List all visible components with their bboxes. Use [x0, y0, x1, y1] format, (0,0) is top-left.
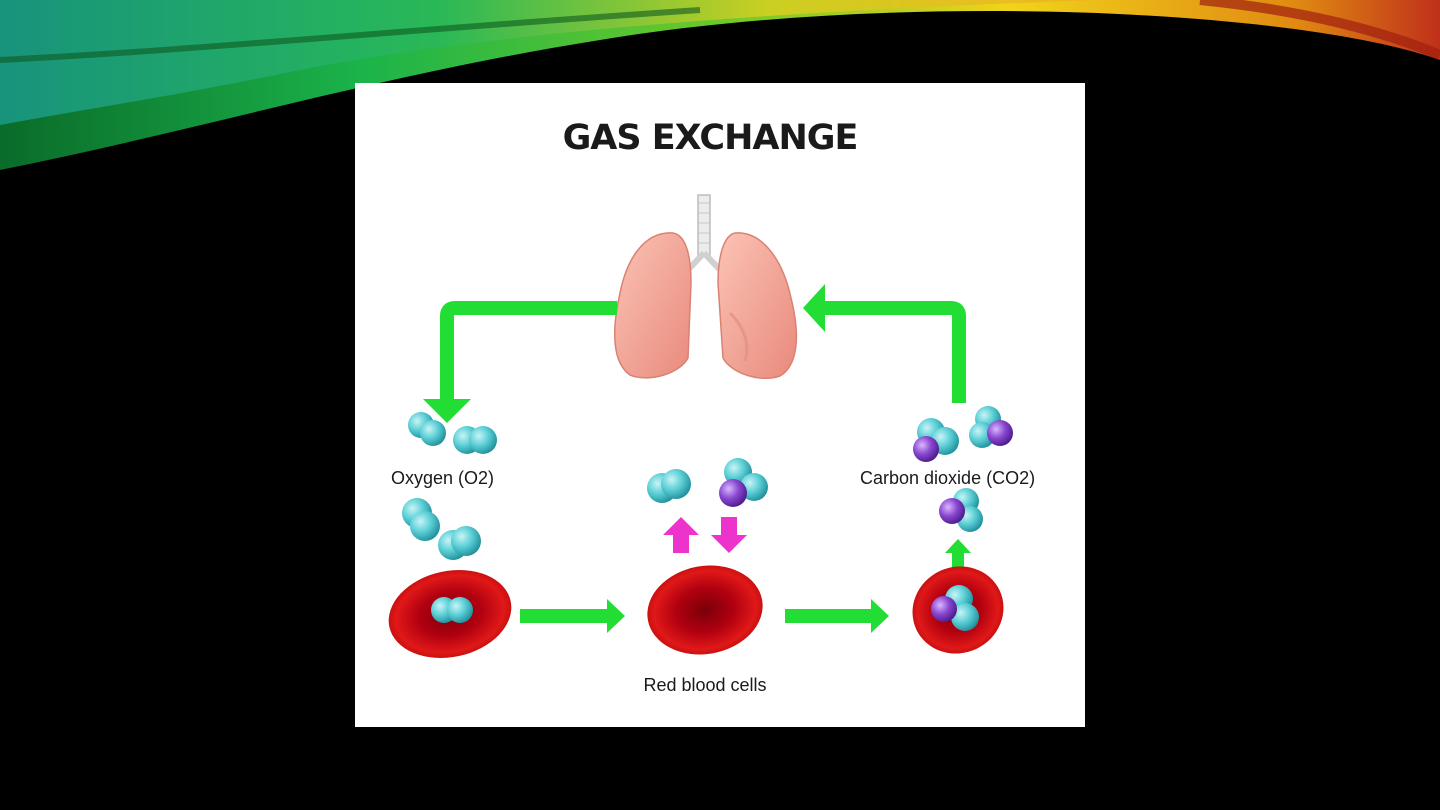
carbon-dioxide-molecule-icon [939, 488, 983, 532]
diagram-title: GAS EXCHANGE [563, 118, 858, 158]
pink-arrow-down-icon [711, 517, 747, 553]
carbon-dioxide-molecule-icon [719, 458, 768, 507]
carbon-dioxide-molecule-icon [913, 418, 959, 462]
oxygen-molecule-icon [438, 526, 481, 560]
oxygen-molecule-icon [408, 412, 446, 446]
flow-arrow-right [785, 599, 889, 633]
oxygen-molecule-icon [402, 498, 440, 541]
carbon-dioxide-molecule-icon [969, 406, 1013, 448]
decorative-swoosh-banner [0, 0, 1440, 170]
red-blood-cell-icon [388, 570, 512, 658]
lungs-icon [613, 194, 798, 380]
oxygen-label: Oxygen (O2) [391, 468, 494, 488]
flow-arrow-right [520, 599, 625, 633]
return-arrow-left [423, 301, 617, 423]
carbon-dioxide-molecule-icon [931, 585, 979, 631]
oxygen-molecule-icon [647, 469, 691, 503]
pink-arrow-up-icon [663, 517, 699, 553]
carbon-dioxide-label: Carbon dioxide (CO2) [860, 468, 1035, 488]
red-blood-cell-icon [912, 566, 1004, 654]
red-blood-cell-icon [647, 565, 763, 655]
green-arrow-up-icon [945, 539, 971, 569]
return-arrow-right [803, 284, 966, 403]
red-blood-cells-label: Red blood cells [643, 675, 766, 695]
oxygen-molecule-icon [453, 426, 497, 454]
gas-exchange-diagram: GAS EXCHANGE [355, 83, 1085, 727]
oxygen-molecule-icon [431, 597, 473, 623]
